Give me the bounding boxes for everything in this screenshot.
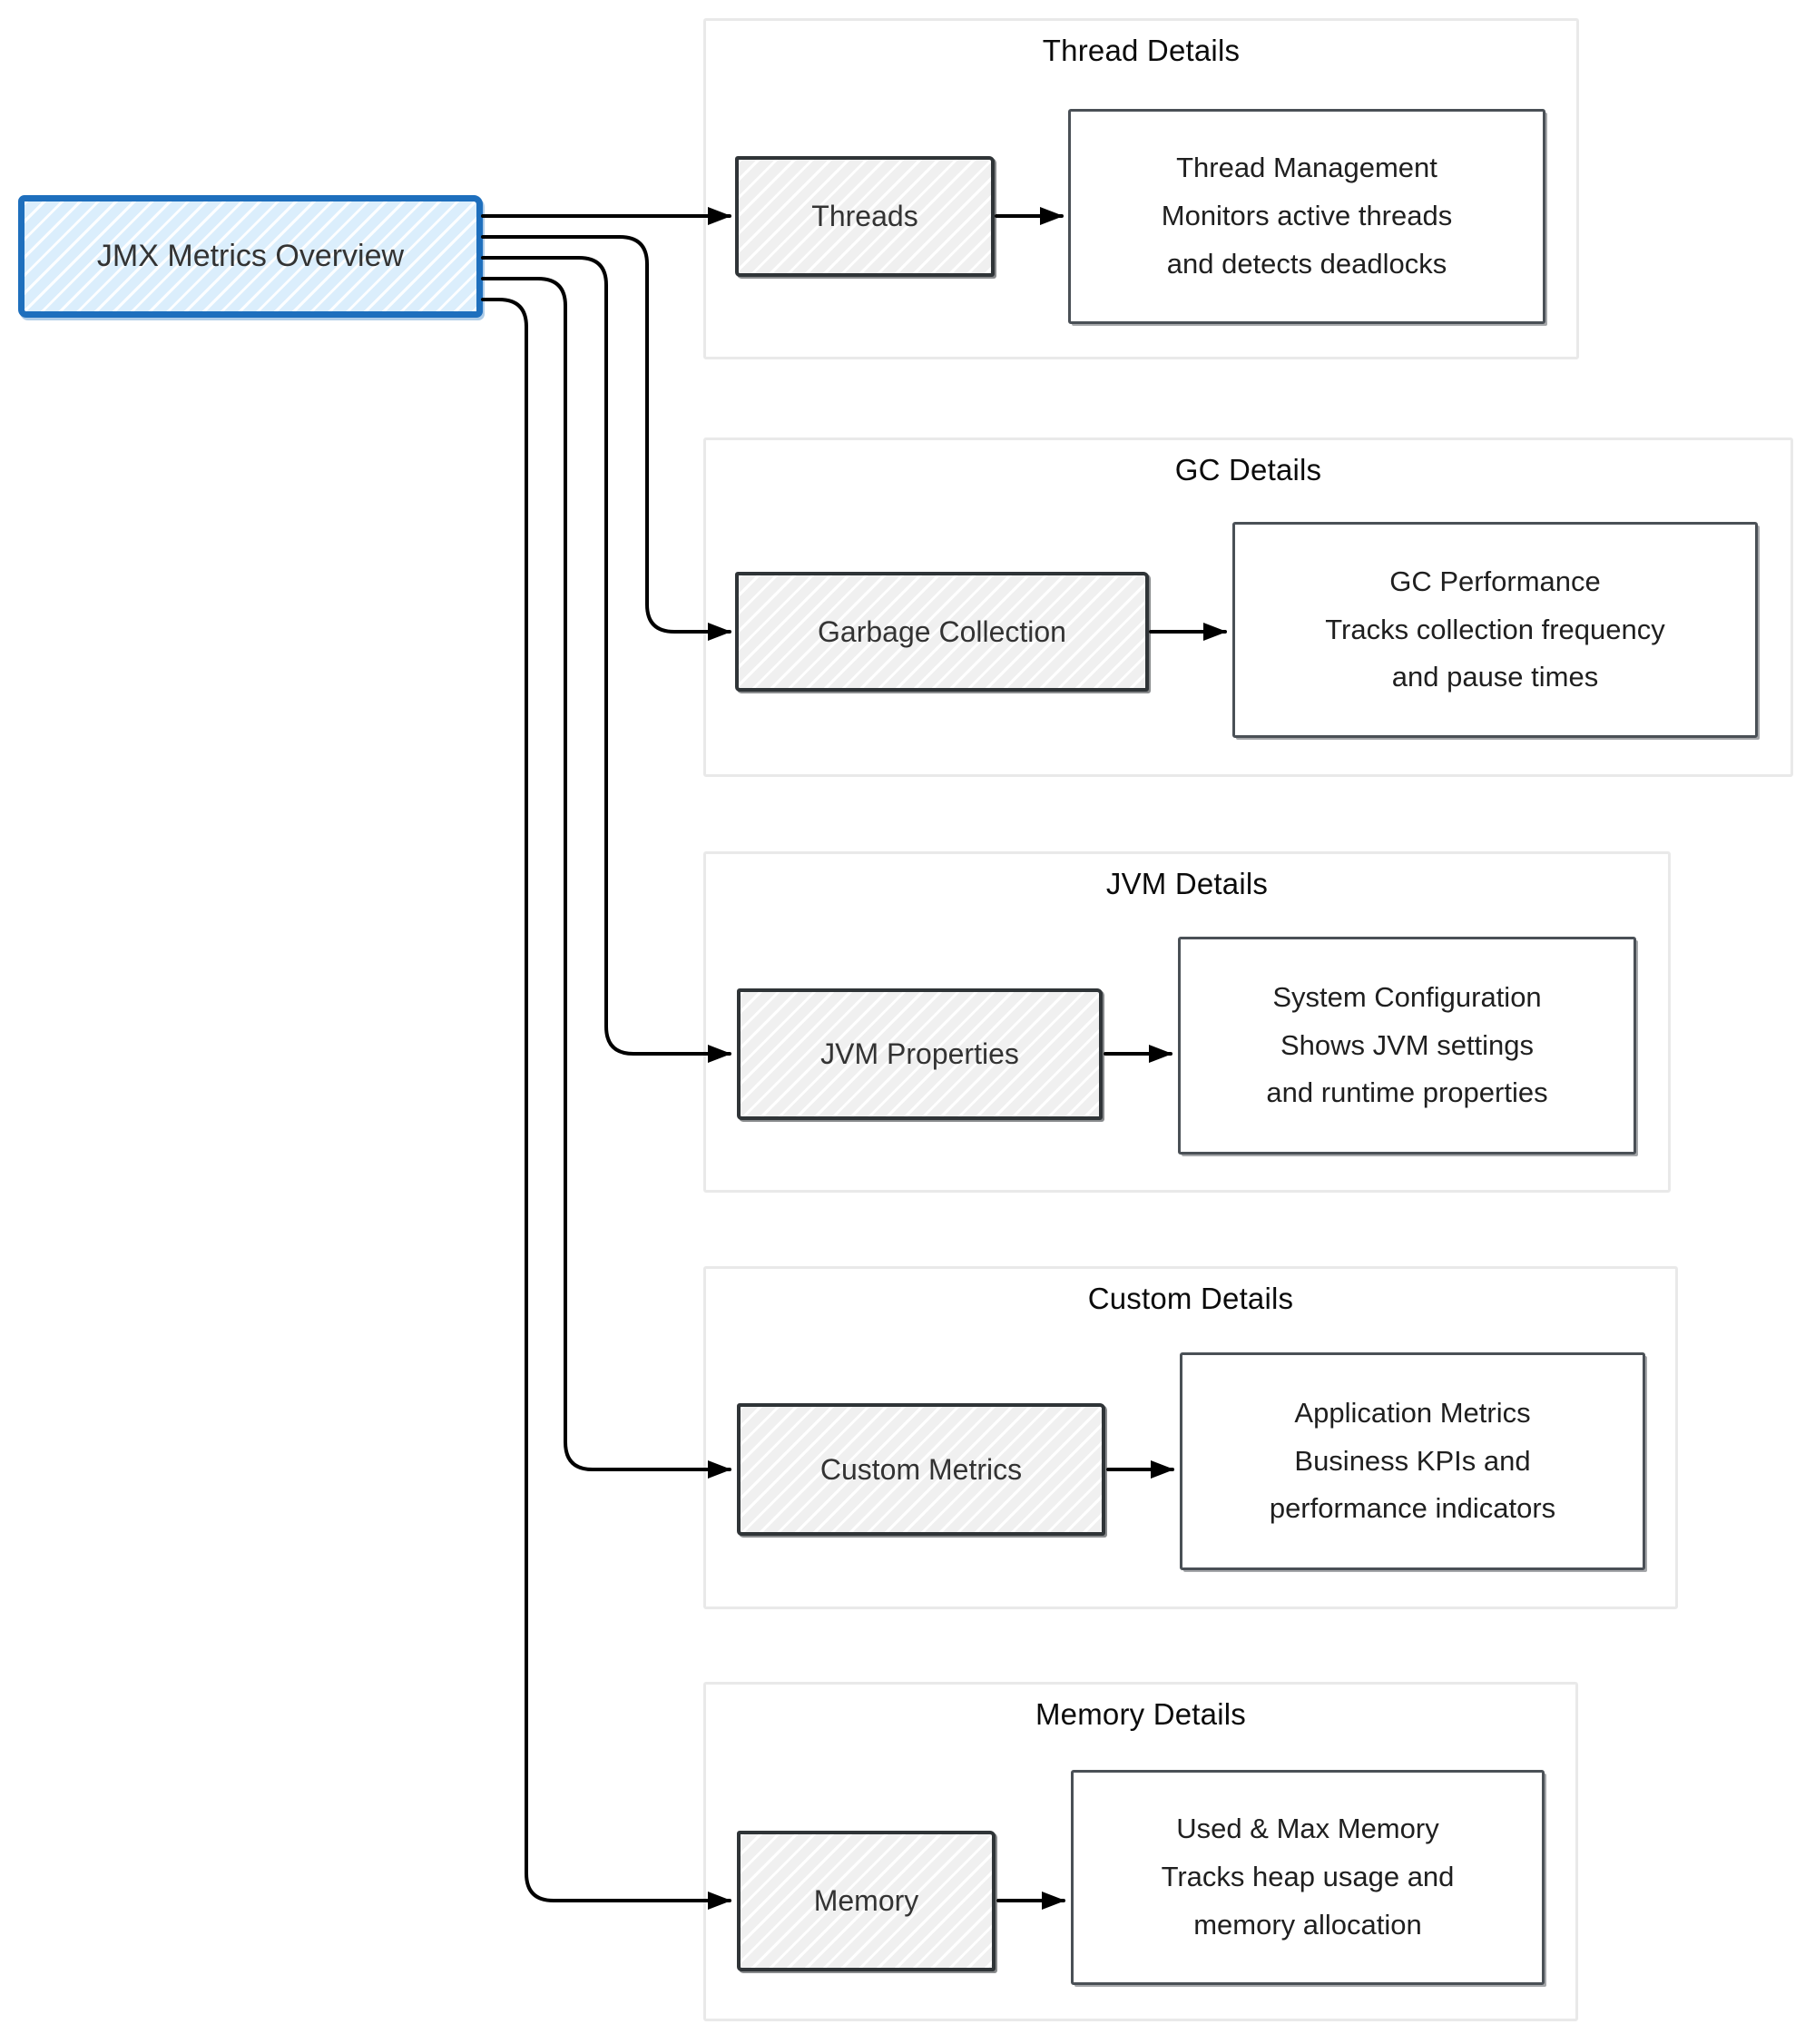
detail-line: Application Metrics xyxy=(1294,1396,1531,1429)
node-system-configuration: System Configuration Shows JVM settings … xyxy=(1178,937,1636,1155)
detail-line: and runtime properties xyxy=(1266,1076,1548,1109)
detail-line: Shows JVM settings xyxy=(1280,1028,1535,1061)
detail-line: Business KPIs and xyxy=(1294,1444,1531,1477)
edge-root-to-jvm-properties xyxy=(481,256,731,1063)
detail-line: memory allocation xyxy=(1193,1908,1422,1941)
source-node-label: Threads xyxy=(811,200,918,232)
node-used-max-memory: Used & Max Memory Tracks heap usage and … xyxy=(1071,1770,1545,1985)
detail-line: Tracks heap usage and xyxy=(1161,1861,1455,1893)
detail-line: performance indicators xyxy=(1269,1492,1556,1525)
detail-line: GC Performance xyxy=(1389,565,1601,597)
node-jvm-properties: JVM Properties xyxy=(737,988,1103,1120)
group-title-thread-details: Thread Details xyxy=(1042,34,1241,67)
detail-line: Tracks collection frequency xyxy=(1325,613,1665,645)
edge-root-to-memory xyxy=(481,298,731,1910)
node-application-metrics: Application Metrics Business KPIs and pe… xyxy=(1180,1352,1645,1570)
edge-root-to-garbage-collection xyxy=(481,235,731,641)
source-node-label: JVM Properties xyxy=(820,1037,1019,1070)
node-jmx-metrics-overview: JMX Metrics Overview xyxy=(18,195,483,318)
node-custom-metrics: Custom Metrics xyxy=(737,1403,1105,1536)
detail-line: and detects deadlocks xyxy=(1166,247,1447,280)
edge-root-to-custom-metrics xyxy=(481,277,731,1479)
detail-line: Used & Max Memory xyxy=(1176,1813,1439,1845)
source-node-label: Custom Metrics xyxy=(819,1452,1023,1486)
node-threads: Threads xyxy=(735,156,995,277)
root-node-label: JMX Metrics Overview xyxy=(96,239,405,273)
detail-line: System Configuration xyxy=(1272,980,1542,1013)
group-title-memory-details: Memory Details xyxy=(1035,1697,1246,1731)
group-title-jvm-details: JVM Details xyxy=(1105,867,1269,900)
group-title-custom-details: Custom Details xyxy=(1087,1282,1294,1315)
source-node-label: Garbage Collection xyxy=(818,614,1066,648)
detail-line: and pause times xyxy=(1391,661,1599,693)
detail-line: Thread Management xyxy=(1176,152,1437,184)
node-thread-management: Thread Management Monitors active thread… xyxy=(1068,109,1545,324)
node-garbage-collection: Garbage Collection xyxy=(735,572,1149,692)
node-gc-performance: GC Performance Tracks collection frequen… xyxy=(1232,522,1758,738)
node-memory: Memory xyxy=(737,1831,996,1971)
group-title-gc-details: GC Details xyxy=(1174,453,1322,486)
detail-line: Monitors active threads xyxy=(1161,200,1453,232)
source-node-label: Memory xyxy=(813,1884,919,1917)
